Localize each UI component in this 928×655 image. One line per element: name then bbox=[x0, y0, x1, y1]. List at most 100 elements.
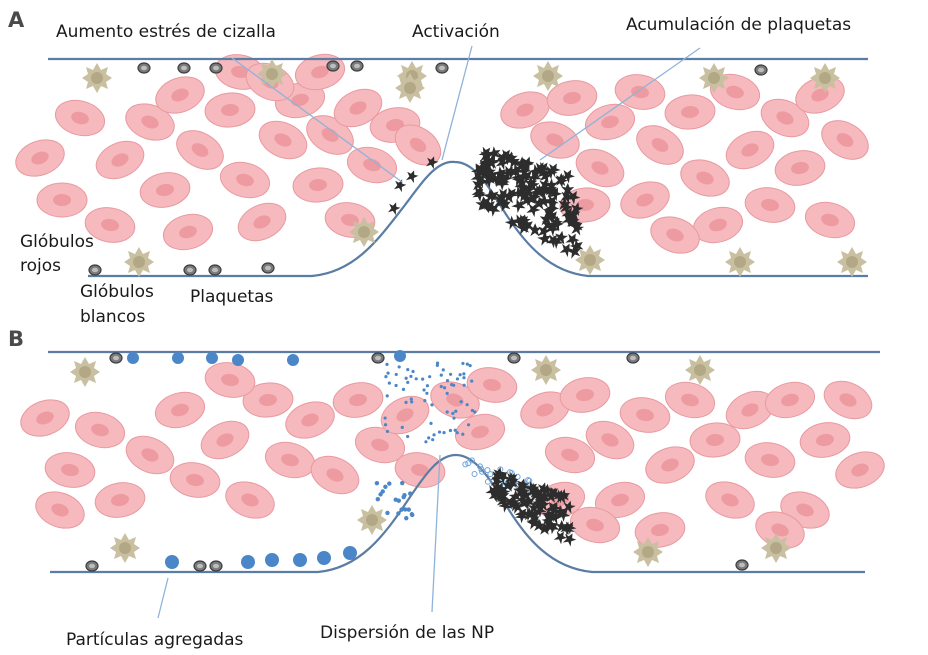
dispersed-nanoparticle bbox=[441, 368, 445, 372]
dispersed-nanoparticle bbox=[396, 511, 401, 516]
dispersed-nanoparticle bbox=[384, 375, 388, 379]
pointer-shear-stress bbox=[231, 57, 403, 183]
aggregated-nanoparticle bbox=[265, 553, 279, 567]
dispersed-nanoparticle bbox=[374, 481, 380, 486]
adhered-nanoparticle bbox=[468, 457, 475, 464]
white-blood-cell bbox=[349, 217, 379, 247]
dispersed-nanoparticle bbox=[461, 361, 465, 366]
dispersed-nanoparticle bbox=[466, 423, 471, 427]
adhered-nanoparticle bbox=[477, 463, 484, 470]
platelet bbox=[754, 64, 768, 76]
white-blood-cell bbox=[257, 59, 287, 89]
dispersed-nanoparticle bbox=[375, 497, 381, 502]
dispersed-nanoparticle bbox=[406, 380, 410, 384]
label-platelets: Plaquetas bbox=[190, 287, 273, 307]
red-blood-cell bbox=[30, 484, 90, 536]
dispersed-nanoparticle bbox=[400, 425, 404, 429]
platelet bbox=[326, 60, 340, 72]
label-activation: Activación bbox=[412, 22, 500, 42]
platelet bbox=[177, 62, 191, 74]
platelet bbox=[209, 62, 223, 74]
dispersed-nanoparticle bbox=[454, 409, 458, 413]
vessel-bottom-wall-stenosis-a bbox=[88, 160, 868, 278]
dispersed-nanoparticle bbox=[394, 372, 398, 377]
nanoparticle bbox=[127, 352, 139, 364]
platelet bbox=[137, 62, 151, 74]
dispersed-nanoparticle bbox=[400, 480, 405, 486]
nanoparticle bbox=[232, 354, 244, 366]
dispersed-nanoparticle bbox=[385, 510, 390, 516]
dispersed-nanoparticle bbox=[470, 408, 474, 413]
white-blood-cell bbox=[82, 63, 112, 93]
dispersed-nanoparticle bbox=[385, 362, 389, 366]
red-blood-cell bbox=[645, 209, 705, 261]
dispersed-nanoparticle bbox=[399, 507, 404, 512]
platelet bbox=[350, 60, 364, 72]
red-blood-cell bbox=[771, 146, 829, 190]
dispersed-nanoparticle bbox=[424, 440, 428, 444]
adhered-nanoparticle bbox=[471, 471, 478, 478]
pointer-accumulation bbox=[539, 47, 701, 161]
platelet bbox=[193, 560, 207, 572]
adhered-nanoparticle bbox=[479, 468, 486, 475]
pointer-aggregated-particles bbox=[157, 577, 169, 619]
dispersed-nanoparticle bbox=[429, 421, 433, 425]
white-blood-cell bbox=[110, 533, 140, 563]
dispersed-nanoparticle bbox=[409, 397, 413, 401]
platelet bbox=[109, 352, 123, 364]
platelet bbox=[85, 560, 99, 572]
label-red-cells-line1: Glóbulos bbox=[20, 232, 94, 252]
dispersed-nanoparticle bbox=[462, 372, 466, 376]
dispersed-nanoparticle bbox=[423, 399, 427, 403]
white-blood-cell bbox=[810, 63, 840, 93]
dispersed-nanoparticle bbox=[403, 507, 408, 512]
white-blood-cell bbox=[837, 247, 867, 277]
dispersed-nanoparticle bbox=[404, 515, 409, 521]
white-blood-cell bbox=[533, 61, 563, 91]
dispersed-nanoparticle bbox=[380, 489, 385, 494]
red-blood-cell bbox=[796, 418, 854, 462]
red-blood-cell bbox=[760, 376, 820, 424]
white-blood-cell bbox=[633, 537, 663, 567]
dispersed-nanoparticle bbox=[462, 376, 466, 380]
white-blood-cell bbox=[531, 355, 561, 385]
red-blood-cell bbox=[817, 373, 879, 427]
red-blood-cell bbox=[166, 458, 224, 502]
dispersed-nanoparticle bbox=[453, 428, 457, 432]
dispersed-nanoparticle bbox=[385, 394, 389, 398]
platelet bbox=[371, 352, 385, 364]
red-blood-cell bbox=[91, 478, 149, 522]
dispersed-nanoparticle bbox=[394, 383, 398, 388]
dispersed-nanoparticle bbox=[451, 411, 455, 415]
platelet bbox=[261, 262, 275, 274]
red-blood-cell bbox=[304, 448, 366, 502]
red-blood-cell bbox=[741, 183, 799, 227]
dispersed-nanoparticle bbox=[455, 431, 459, 435]
dispersed-nanoparticle bbox=[383, 423, 388, 427]
dispersed-nanoparticle bbox=[462, 383, 466, 387]
pointer-np-dispersion bbox=[431, 454, 441, 613]
aggregated-nanoparticle bbox=[343, 546, 357, 560]
dispersed-nanoparticle bbox=[445, 391, 449, 395]
red-blood-cell bbox=[136, 168, 194, 212]
red-blood-cell bbox=[719, 123, 781, 177]
activated-platelet bbox=[404, 168, 420, 184]
white-blood-cell bbox=[395, 73, 425, 103]
label-shear-stress: Aumento estrés de cizalla bbox=[56, 22, 276, 42]
label-aggregated-particles: Partículas agregadas bbox=[66, 630, 244, 650]
dispersed-nanoparticle bbox=[411, 369, 415, 374]
dispersed-nanoparticle bbox=[470, 379, 474, 383]
dispersed-nanoparticle bbox=[455, 377, 460, 381]
dispersed-nanoparticle bbox=[465, 362, 469, 366]
red-blood-cell bbox=[15, 392, 75, 444]
panel-a: Aumento estrés de cizalla Activación Acu… bbox=[10, 15, 876, 327]
red-blood-cell bbox=[215, 156, 275, 204]
red-blood-cell bbox=[158, 208, 218, 256]
white-blood-cell bbox=[685, 355, 715, 385]
red-blood-cell bbox=[342, 141, 402, 189]
panel-a-letter: A bbox=[8, 8, 25, 32]
nanoparticle bbox=[287, 354, 299, 366]
vessel-bottom-wall-stenosis-b bbox=[50, 453, 865, 574]
red-blood-cells-b bbox=[15, 358, 890, 556]
red-blood-cell bbox=[70, 406, 130, 454]
